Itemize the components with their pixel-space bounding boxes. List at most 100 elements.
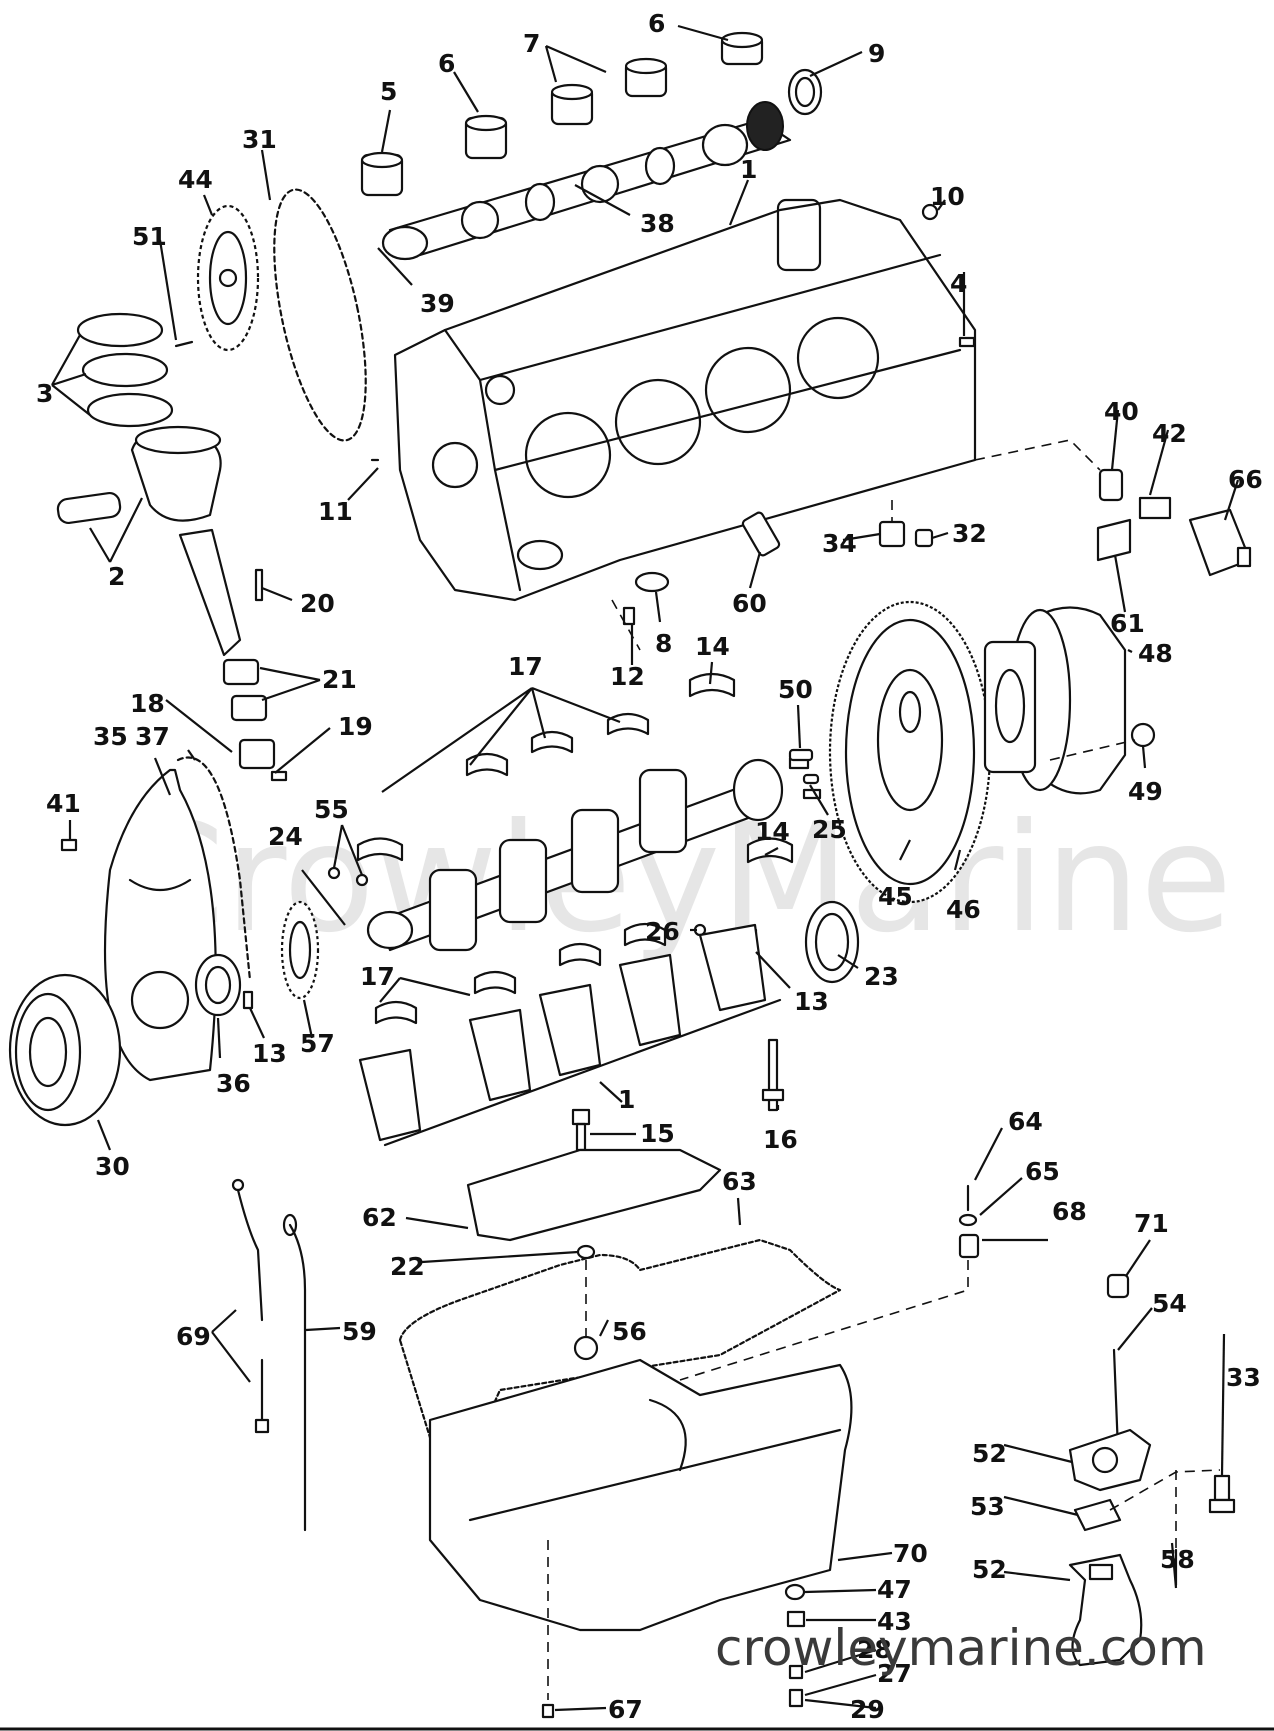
callout-51: 51: [132, 222, 167, 251]
callout-labels: 6 7 9 5 6 31 44 1 10 51 38 39 4 3 40 42 …: [36, 9, 1263, 1724]
callout-50: 50: [778, 675, 813, 704]
bolt-41: [60, 838, 78, 852]
callout-41: 41: [46, 789, 81, 818]
connecting-rod-18: [178, 528, 288, 782]
bolt-33: [1208, 1474, 1236, 1514]
callout-24: 24: [268, 822, 303, 851]
piston-2: [56, 425, 222, 525]
callout-56: 56: [612, 1317, 647, 1346]
callout-18: 18: [130, 689, 165, 718]
callout-6: 6: [648, 9, 665, 38]
callout-16: 16: [763, 1125, 798, 1154]
callout-33: 33: [1226, 1363, 1261, 1392]
callout-21: 21: [322, 665, 357, 694]
harmonic-balancer-30: [8, 973, 122, 1127]
cam-bearing-7-right: [624, 57, 668, 98]
callout-32: 32: [952, 519, 987, 548]
callout-69: 69: [176, 1322, 211, 1351]
pan-bolts-64-65-68: [958, 1184, 980, 1259]
callout-42: 42: [1152, 419, 1187, 448]
callout-40: 40: [1104, 397, 1139, 426]
callout-4: 4: [950, 269, 967, 298]
crankshaft: [366, 756, 822, 952]
front-seal-36: [194, 953, 242, 1017]
pin-12: [622, 606, 636, 626]
plug-10: [921, 203, 939, 221]
callout-66: 66: [1228, 465, 1263, 494]
callout-11: 11: [318, 497, 353, 526]
cam-bearing-5: [360, 151, 404, 197]
main-bearings-17: [356, 672, 794, 1025]
callout-27: 27: [877, 1659, 912, 1688]
callout-43: 43: [877, 1607, 912, 1636]
callout-36: 36: [216, 1069, 251, 1098]
callout-37: 37: [135, 722, 170, 751]
callout-49: 49: [1128, 777, 1163, 806]
crank-key-55: [327, 866, 369, 887]
pump-gasket-53: [1073, 1498, 1122, 1532]
pan-gasket-63: [398, 1238, 842, 1472]
seal-8: [634, 571, 670, 593]
callout-54: 54: [1152, 1289, 1187, 1318]
rear-seal-23: [804, 900, 860, 984]
callout-1: 1: [740, 155, 757, 184]
callout-46: 46: [946, 895, 981, 924]
callout-1: 1: [618, 1085, 635, 1114]
drain-plug-parts: [784, 1583, 806, 1708]
callout-70: 70: [893, 1539, 928, 1568]
leader-lines: [51, 24, 1240, 1712]
callout-55: 55: [314, 795, 349, 824]
callout-13: 13: [252, 1039, 287, 1068]
callout-57: 57: [300, 1029, 335, 1058]
bushing-71: [1106, 1273, 1130, 1299]
callout-47: 47: [877, 1575, 912, 1604]
alignment-line-49: [1049, 739, 1136, 761]
callout-52: 52: [972, 1555, 1007, 1584]
nut-49: [1130, 722, 1156, 748]
callout-35: 35: [93, 722, 128, 751]
callout-30: 30: [95, 1152, 130, 1181]
flywheel-45: [828, 600, 992, 904]
callout-14: 14: [695, 632, 730, 661]
callout-59: 59: [342, 1317, 377, 1346]
callout-39: 39: [420, 289, 455, 318]
fitting-34: [878, 520, 934, 548]
callout-26: 26: [645, 917, 680, 946]
callout-31: 31: [242, 125, 277, 154]
cover-gasket-37: [176, 756, 252, 982]
fitting-60: [741, 511, 781, 557]
callout-71: 71: [1134, 1209, 1169, 1238]
callout-2: 2: [108, 562, 125, 591]
callout-13: 13: [794, 987, 829, 1016]
cam-bearing-7-left: [550, 83, 594, 126]
piston-rings-3: [76, 312, 174, 428]
callout-22: 22: [390, 1252, 425, 1281]
callout-7: 7: [523, 29, 540, 58]
sender-fittings: [1096, 468, 1252, 577]
parts-artwork: [8, 31, 1252, 1719]
callout-28: 28: [857, 1635, 892, 1664]
callout-23: 23: [864, 962, 899, 991]
callout-29: 29: [850, 1695, 885, 1724]
callout-19: 19: [338, 712, 373, 741]
callout-5: 5: [380, 77, 397, 106]
bolt-51: [174, 340, 194, 348]
callout-58: 58: [1160, 1545, 1195, 1574]
oil-pan-70: [428, 1358, 853, 1632]
coupler-48: [983, 606, 1127, 795]
alignment-line-68: [679, 1260, 969, 1381]
callout-63: 63: [722, 1167, 757, 1196]
main-cap-stud-16: [761, 1038, 785, 1112]
dipstick-59: [282, 1213, 307, 1532]
windage-tray-62: [466, 1148, 722, 1242]
site-url: crowleymarine.com: [715, 1619, 1207, 1677]
alignment-line-8: [611, 599, 641, 651]
callout-60: 60: [732, 589, 767, 618]
alignment-line-sender: [974, 439, 1101, 471]
callout-3: 3: [36, 379, 53, 408]
main-bearing-caps: [358, 923, 782, 1147]
callout-12: 12: [610, 662, 645, 691]
callout-52: 52: [972, 1439, 1007, 1468]
callout-34: 34: [822, 529, 857, 558]
